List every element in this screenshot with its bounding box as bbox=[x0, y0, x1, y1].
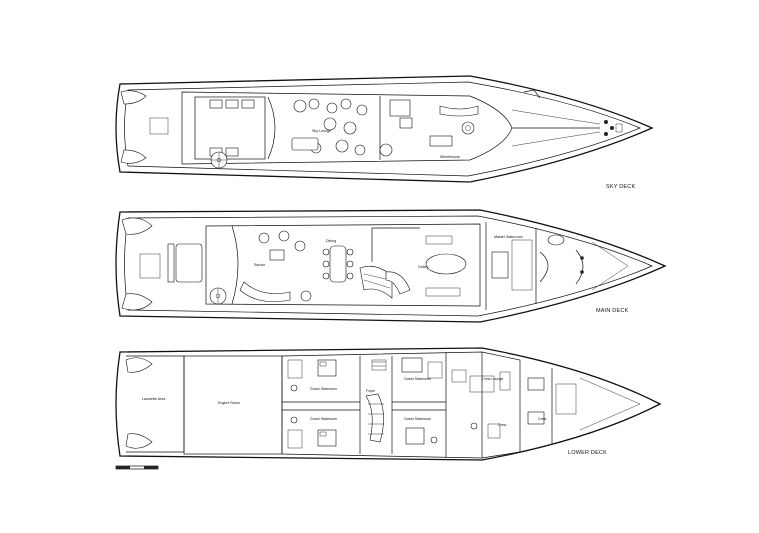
guest-stateroom-2-label: Guest Stateroom bbox=[310, 417, 337, 421]
lower-deck-title: LOWER DECK bbox=[568, 450, 607, 456]
guest-stateroom-1-label: Guest Stateroom bbox=[310, 387, 337, 391]
sky-deck-title: SKY DECK bbox=[606, 184, 635, 190]
saloon-label: Saloon bbox=[254, 263, 265, 267]
lower-deck-plan: Lazarette Area Engine Room Foyer Guest S… bbox=[115, 347, 662, 470]
dining-label: Dining bbox=[326, 239, 336, 243]
main-deck-plan: Saloon Dining Galley Master Stateroom MA… bbox=[115, 209, 667, 323]
wheelhouse-label: Wheelhouse bbox=[440, 155, 460, 159]
engine-room-label: Engine Room bbox=[218, 401, 240, 405]
guest-stateroom-4-label: Guest Stateroom bbox=[404, 417, 431, 421]
crew-cabin-1-label: Crew bbox=[498, 423, 507, 427]
master-stateroom-label: Master Stateroom bbox=[494, 235, 523, 239]
crew-cabin-2-label: Crew bbox=[538, 417, 547, 421]
foyer-label: Foyer bbox=[366, 389, 376, 393]
sky-deck-plan: Sky Lounge Wheelhouse SKY DECK bbox=[115, 75, 654, 190]
main-deck-title: MAIN DECK bbox=[596, 308, 628, 314]
lazarette-label: Lazarette Area bbox=[142, 397, 165, 401]
crew-lounge-label: Crew Lounge bbox=[482, 377, 503, 381]
galley-label: Galley bbox=[418, 265, 428, 269]
sky-lounge-label: Sky Lounge bbox=[312, 129, 331, 133]
guest-stateroom-3-label: Guest Stateroom bbox=[404, 377, 431, 381]
